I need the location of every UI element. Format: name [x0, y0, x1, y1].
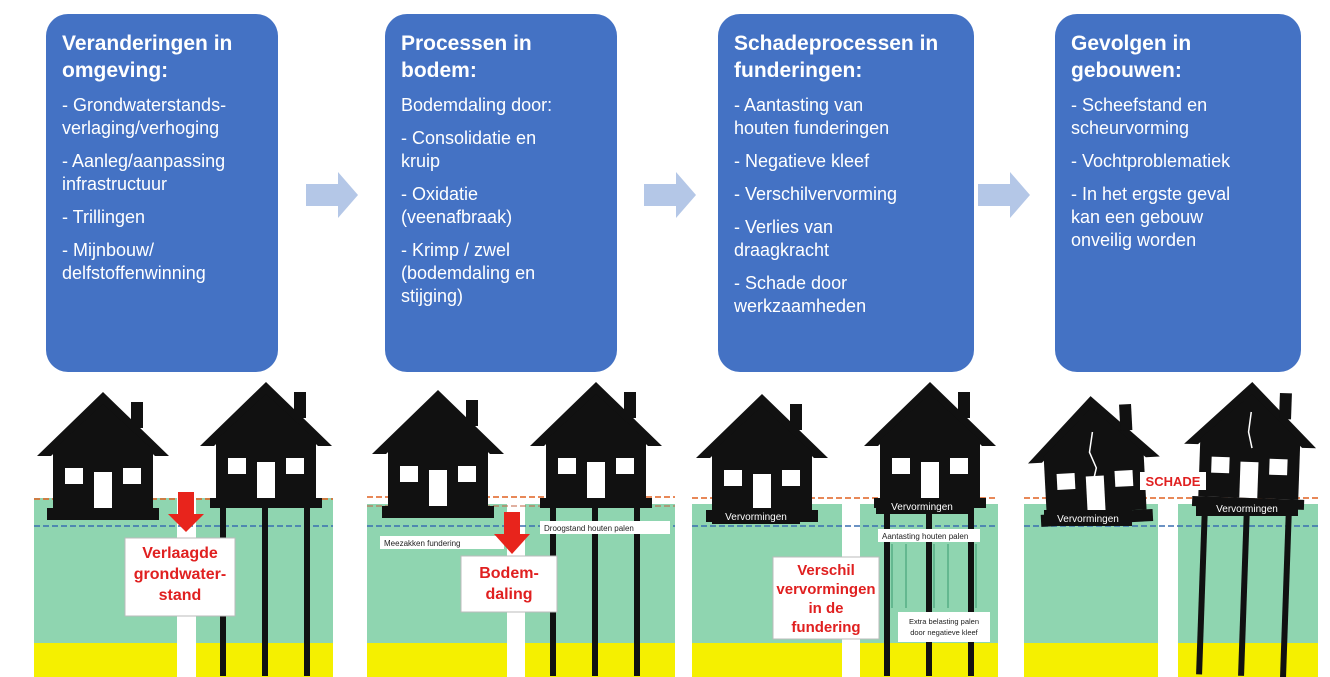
step-item: - Verlies van draagkracht — [734, 217, 834, 260]
callout-line: in de — [808, 600, 843, 617]
callout-line: stand — [159, 587, 202, 604]
callout-line: Verlaagde — [142, 545, 218, 562]
down-arrow-icon — [494, 512, 530, 554]
step-item: - Trillingen — [62, 207, 146, 227]
panel-building-damage: Vervormingen Vervormingen SCHADE — [1024, 380, 1319, 677]
step-item: - Aanleg/aanpassing infrastructuur — [62, 151, 226, 194]
panel-subsidence: Meezakken fundering Droogstand houten pa… — [367, 382, 675, 677]
subsidence-illustration: Verlaagde grondwater- stand Meezakken fu… — [34, 380, 1319, 677]
label-text: Meezakken fundering — [384, 539, 461, 548]
damage-label: SCHADE — [1146, 474, 1201, 489]
step-item: Bodemdaling door: — [401, 95, 553, 115]
step-title: Processen in bodem: — [401, 32, 532, 82]
label-text: Extra belasting palen — [909, 617, 979, 626]
callout-line: Bodem- — [479, 565, 539, 582]
callout-line: fundering — [791, 619, 860, 636]
label-text: Droogstand houten palen — [544, 524, 634, 533]
arrow-right-icon — [306, 172, 358, 218]
step-box-buildings: Gevolgen in gebouwen: - Scheefstand en s… — [1055, 14, 1301, 372]
deformation-label: Vervormingen — [725, 512, 787, 523]
step-item: - Schade door werkzaamheden — [734, 273, 867, 316]
deformation-label: Vervormingen — [1057, 514, 1119, 525]
panel-foundation-damage: Vervormingen Vervormingen Aantasting hou… — [692, 382, 998, 677]
step-title: Gevolgen in gebouwen: — [1071, 32, 1192, 82]
panel-lowered-groundwater: Verlaagde grondwater- stand — [34, 382, 333, 677]
arrow-right-icon — [644, 172, 696, 218]
label-text: door negatieve kleef — [910, 628, 978, 637]
step-item: - In het ergste geval kan een gebouw onv… — [1071, 184, 1231, 250]
callout-line: vervormingen — [776, 581, 875, 598]
step-item: - Scheefstand en scheurvorming — [1071, 95, 1208, 138]
step-box-soil: Processen in bodem: Bodemdaling door: - … — [385, 14, 617, 372]
label-text: Aantasting houten palen — [882, 532, 968, 541]
step-item: - Consolidatie en kruip — [401, 128, 537, 171]
step-item: - Negatieve kleef — [734, 151, 870, 171]
callout-line: grondwater- — [134, 566, 226, 583]
step-title: Schadeprocessen in funderingen: — [734, 32, 939, 82]
step-box-environment: Veranderingen in omgeving: - Grondwaters… — [46, 14, 278, 372]
step-item: - Vochtproblematiek — [1071, 151, 1231, 171]
callout-line: daling — [485, 586, 532, 603]
step-item: - Mijnbouw/ delfstoffenwinning — [62, 240, 206, 283]
callout-line: Verschil — [797, 562, 855, 579]
down-arrow-icon — [168, 492, 204, 532]
step-item: - Verschilvervorming — [734, 184, 898, 204]
deformation-label: Vervormingen — [1216, 504, 1278, 515]
step-item: - Oxidatie (veenafbraak) — [401, 184, 513, 227]
step-item: - Aantasting van houten funderingen — [734, 95, 890, 138]
arrow-right-icon — [978, 172, 1030, 218]
deformation-label: Vervormingen — [891, 502, 953, 513]
step-title: Veranderingen in omgeving: — [62, 32, 233, 82]
step-box-foundations: Schadeprocessen in funderingen: - Aantas… — [718, 14, 974, 372]
step-item: - Grondwaterstands- verlaging/verhoging — [62, 95, 227, 138]
step-item: - Krimp / zwel (bodemdaling en stijging) — [401, 240, 536, 306]
